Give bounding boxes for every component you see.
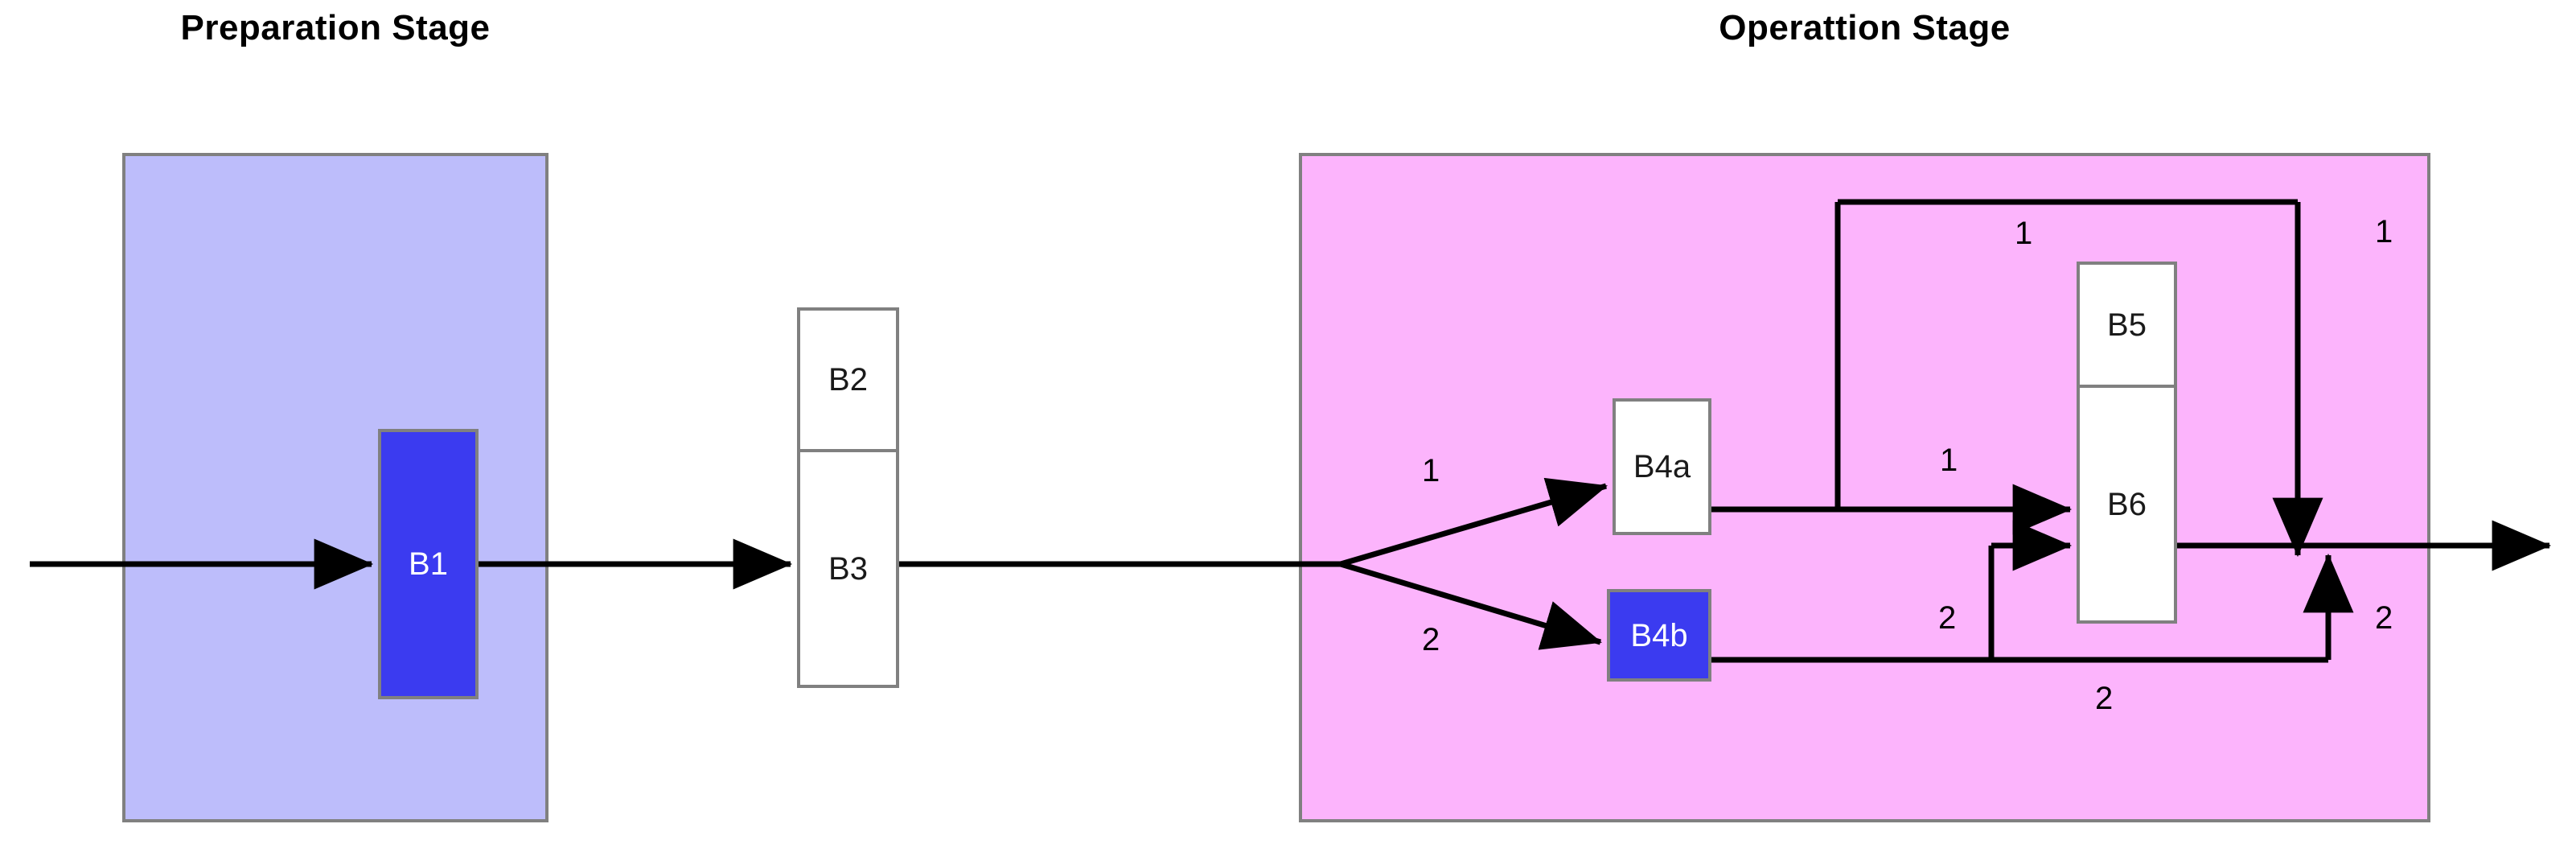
- edge-label-feedback-top: 1: [2015, 216, 2033, 251]
- preparation-stage-panel: [122, 153, 548, 822]
- preparation-stage-title: Preparation Stage: [180, 8, 491, 47]
- operation-stage-title: Operattion Stage: [1719, 8, 2011, 47]
- edge-label-junction-bottom: 2: [2375, 600, 2393, 636]
- edge-label-junction-top: 1: [2375, 214, 2393, 249]
- operation-stage-panel: [1299, 153, 2430, 822]
- block-b5[interactable]: B5: [2077, 262, 2177, 386]
- edge-label-b4b-branch: 2: [1938, 600, 1957, 636]
- edge-label-branch-upper: 1: [1422, 453, 1440, 488]
- edge-label-bottom-loop: 2: [2095, 681, 2114, 716]
- block-b1[interactable]: B1: [378, 429, 479, 699]
- block-b2[interactable]: B2: [797, 307, 899, 451]
- edge-label-b4a-to-b6: 1: [1940, 443, 1958, 478]
- block-b6[interactable]: B6: [2077, 386, 2177, 624]
- block-b4a[interactable]: B4a: [1613, 398, 1711, 535]
- edge-label-branch-lower: 2: [1422, 622, 1440, 657]
- block-b4b[interactable]: B4b: [1607, 589, 1711, 682]
- block-b3[interactable]: B3: [797, 451, 899, 688]
